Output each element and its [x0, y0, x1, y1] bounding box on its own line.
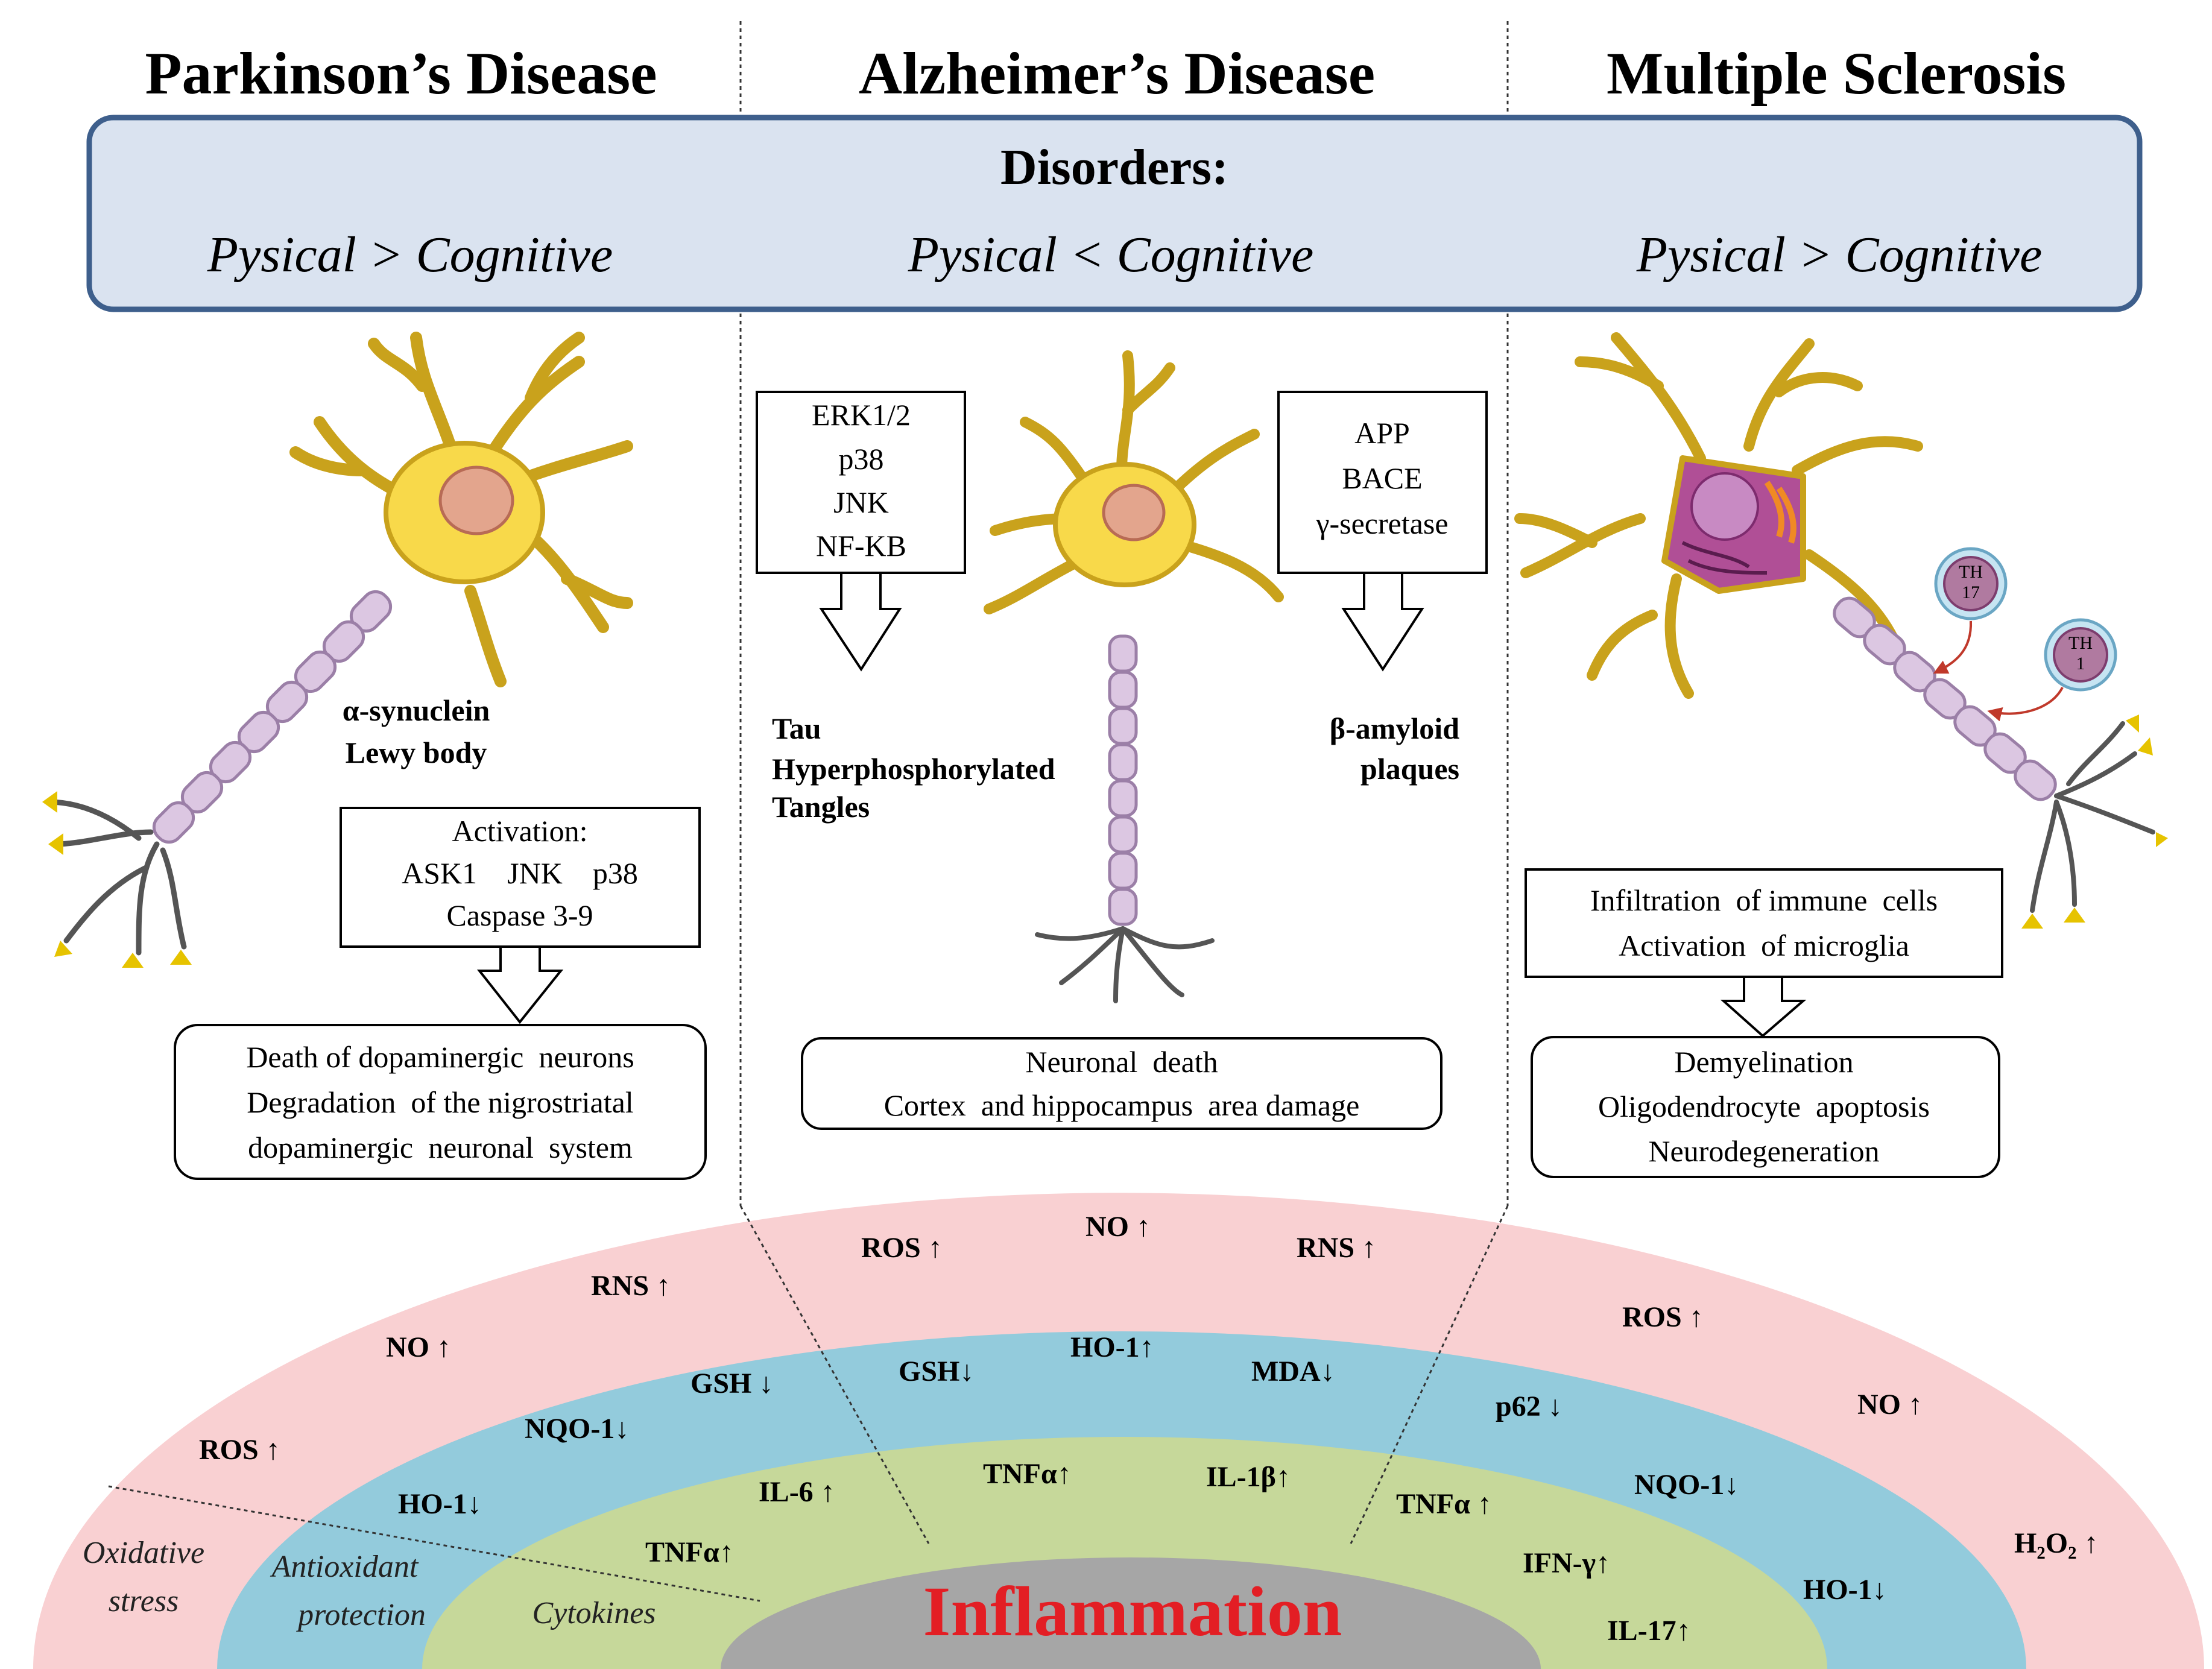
pd-tnfa-marker: TNFα↑	[645, 1536, 734, 1568]
pd-gsh-marker: GSH ↓	[690, 1368, 773, 1399]
inflammation-arcs	[33, 1193, 2204, 1669]
th17-label-line-2: 17	[1962, 582, 1980, 602]
ms-immune-line-2: Activation of microglia	[1619, 929, 1909, 962]
ad-ros-marker: ROS ↑	[861, 1232, 943, 1264]
parkinson-outcome-line-1: Death of dopaminergic neurons	[246, 1040, 634, 1074]
ad-gsh-marker: GSH↓	[899, 1355, 974, 1387]
ms-il17-marker: IL-17↑	[1607, 1615, 1691, 1647]
ad-il1b-marker: IL-1β↑	[1206, 1461, 1291, 1493]
ad-no-marker: NO ↑	[1085, 1211, 1151, 1243]
pd-no-marker: NO ↑	[386, 1331, 451, 1363]
parkinson-outcome-line-2: Degradation of the nigrostriatal	[247, 1085, 633, 1119]
alzheimer-kinase-line-2: p38	[839, 442, 884, 476]
alzheimer-outcome-line-2: Cortex and hippocampus area damage	[884, 1088, 1360, 1122]
ad-tnfa-marker: TNFα↑	[983, 1458, 1072, 1490]
antioxidant-label-line-1: Antioxidant	[270, 1550, 419, 1584]
pd-ho1-marker: HO-1↓	[398, 1488, 482, 1520]
ms-outcome-line-3: Neurodegeneration	[1648, 1134, 1879, 1168]
cytokines-label: Cytokines	[532, 1596, 656, 1630]
ms-neuron-illustration	[1514, 332, 2168, 929]
alzheimer-outcome-line-1: Neuronal death	[1025, 1045, 1218, 1079]
alzheimer-secretase-line-3: γ-secretase	[1315, 506, 1448, 540]
parkinson-down-arrow	[476, 945, 564, 1024]
alzheimer-kinase-line-1: ERK1/2	[812, 398, 911, 432]
ad-rns-marker: RNS ↑	[1297, 1232, 1376, 1264]
alzheimer-kinase-line-3: JNK	[833, 485, 889, 519]
disorders-panel: Disorders: Pysical > Cognitive Pysical <…	[86, 115, 2143, 312]
ad-ho1-marker: HO-1↑	[1070, 1331, 1154, 1363]
alzheimer-amyloid-line-2: plaques	[1360, 752, 1459, 786]
ms-no-marker: NO ↑	[1857, 1389, 1923, 1421]
ms-outcome-line-1: Demyelination	[1674, 1045, 1853, 1079]
alzheimer-secretase-line-1: APP	[1354, 416, 1410, 450]
th17-cell: TH 17	[1934, 547, 2008, 620]
th1-cell: TH 1	[2044, 618, 2117, 692]
oxidative-stress-label-line-2: stress	[109, 1584, 179, 1618]
parkinson-title: Parkinson’s Disease	[145, 40, 657, 107]
alzheimer-neuron-illustration	[984, 350, 1284, 1003]
parkinson-activation-line-2: ASK1 JNK p38	[402, 856, 638, 890]
pd-il6-marker: IL-6 ↑	[759, 1476, 835, 1508]
pd-rns-marker: RNS ↑	[591, 1270, 671, 1302]
ms-immune-box: Infiltration of immune cells Activation …	[1525, 868, 2003, 978]
oxidative-stress-label-line-1: Oxidative	[83, 1536, 204, 1570]
parkinson-disorder-ratio: Pysical > Cognitive	[207, 227, 613, 283]
pd-ros-marker: ROS ↑	[199, 1434, 280, 1466]
th1-attack-arrow	[1987, 687, 2064, 722]
alzheimer-kinase-box: ERK1/2 p38 JNK NF-KB	[756, 391, 966, 574]
parkinson-outcome-box: Death of dopaminergic neurons Degradatio…	[174, 1024, 707, 1180]
ms-h2o2-marker: H₂O₂ ↑	[2014, 1527, 2098, 1559]
parkinson-activation-line-3: Caspase 3-9	[447, 898, 593, 932]
alzheimer-tau-line-3: Tangles	[772, 790, 870, 824]
ms-ros-marker: ROS ↑	[1622, 1301, 1704, 1333]
alzheimer-disorder-ratio: Pysical < Cognitive	[908, 227, 1314, 283]
alzheimer-amyloid-line-1: β-amyloid	[1330, 711, 1459, 745]
th17-attack-arrow	[1933, 620, 1973, 674]
parkinson-neuron-illustration	[42, 332, 633, 968]
alzheimer-kinase-down-arrow	[819, 572, 902, 672]
th17-label-line-1: TH	[1959, 562, 1983, 582]
th1-label-line-1: TH	[2068, 633, 2093, 653]
ms-p62-marker: p62 ↓	[1496, 1390, 1563, 1422]
ms-nqo1-marker: NQO-1↓	[1634, 1469, 1739, 1501]
th1-label-line-2: 1	[2076, 654, 2085, 674]
alzheimer-tau-line-2: Hyperphosphorylated	[772, 752, 1055, 786]
ms-down-arrow	[1720, 976, 1807, 1038]
ad-mda-marker: MDA↓	[1251, 1355, 1335, 1387]
antioxidant-label-line-2: protection	[295, 1598, 426, 1632]
ms-immune-line-1: Infiltration of immune cells	[1590, 883, 1938, 917]
parkinson-pathology-line-1: α-synuclein	[343, 693, 490, 727]
alzheimer-secretase-box: APP BACE γ-secretase	[1277, 391, 1488, 574]
ms-outcome-box: Demyelination Oligodendrocyte apoptosis …	[1531, 1036, 2000, 1178]
ms-disorder-ratio: Pysical > Cognitive	[1636, 227, 2043, 283]
disorders-box	[86, 115, 2143, 312]
parkinson-pathology-line-2: Lewy body	[346, 736, 487, 769]
alzheimer-secretase-down-arrow	[1341, 572, 1424, 672]
inflammation-label: Inflammation	[923, 1572, 1342, 1651]
inflammation-core	[721, 1557, 1541, 1669]
alzheimer-title: Alzheimer’s Disease	[859, 40, 1375, 107]
pd-nqo1-marker: NQO-1↓	[525, 1413, 629, 1445]
ms-tnfa-marker: TNFα ↑	[1396, 1488, 1492, 1520]
ms-outcome-line-2: Oligodendrocyte apoptosis	[1598, 1090, 1930, 1123]
disorders-heading: Disorders:	[1000, 139, 1228, 195]
alzheimer-outcome-box: Neuronal death Cortex and hippocampus ar…	[801, 1037, 1443, 1130]
ms-title: Multiple Sclerosis	[1607, 40, 2066, 107]
parkinson-activation-box: Activation: ASK1 JNK p38 Caspase 3-9	[340, 807, 701, 948]
ms-ho1-marker: HO-1↓	[1803, 1574, 1887, 1606]
alzheimer-kinase-line-4: NF-KB	[816, 529, 906, 563]
alzheimer-tau-line-1: Tau	[772, 711, 821, 745]
ms-ifng-marker: IFN-γ↑	[1523, 1547, 1610, 1579]
column-dividers	[108, 21, 1509, 1602]
alzheimer-secretase-line-2: BACE	[1342, 461, 1422, 495]
parkinson-activation-line-1: Activation:	[452, 814, 588, 848]
parkinson-outcome-line-3: dopaminergic neuronal system	[248, 1131, 633, 1164]
